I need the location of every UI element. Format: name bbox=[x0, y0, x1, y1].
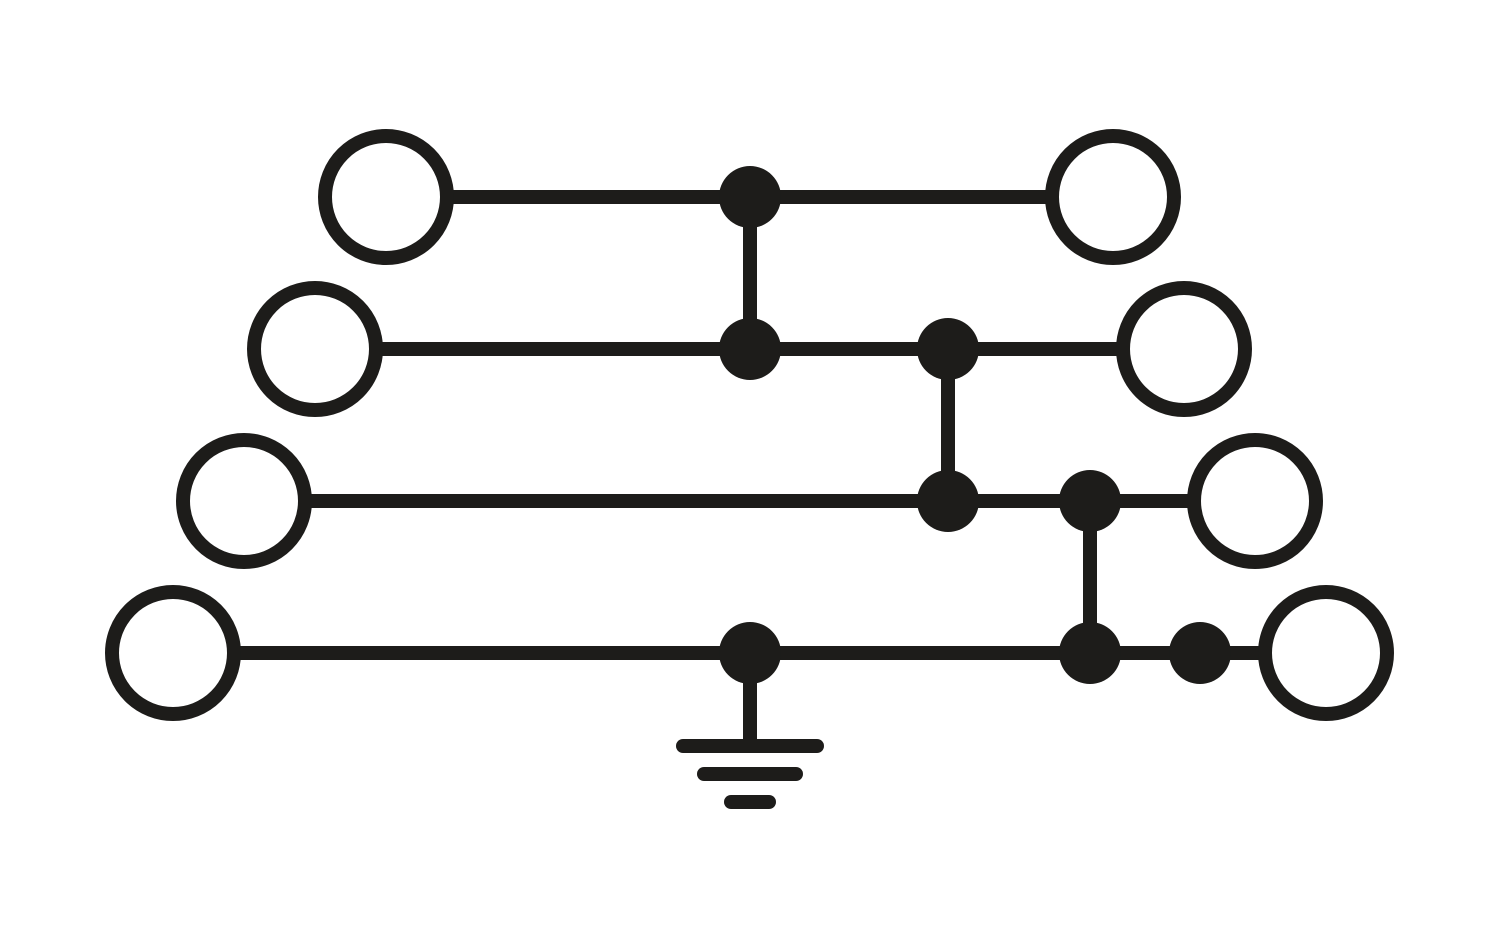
terminal-left-level-4 bbox=[105, 585, 241, 721]
terminals-left bbox=[105, 129, 454, 721]
junction-dot bbox=[1059, 622, 1121, 684]
junction-dot bbox=[719, 622, 781, 684]
terminal-right-level-4 bbox=[1258, 585, 1394, 721]
terminal-right-level-2 bbox=[1116, 281, 1252, 417]
junctions bbox=[719, 166, 1231, 684]
vertical-bridges bbox=[743, 197, 1097, 746]
junction-dot bbox=[1059, 470, 1121, 532]
terminal-left-level-2 bbox=[247, 281, 383, 417]
junction-dot bbox=[719, 318, 781, 380]
junction-dot bbox=[719, 166, 781, 228]
junction-dot bbox=[917, 318, 979, 380]
ground-symbol bbox=[676, 739, 824, 809]
junction-dot bbox=[917, 470, 979, 532]
terminal-right-level-3 bbox=[1187, 433, 1323, 569]
terminals-right bbox=[1045, 129, 1394, 721]
terminal-left-level-3 bbox=[176, 433, 312, 569]
junction-dot bbox=[1169, 622, 1231, 684]
terminal-left-level-1 bbox=[318, 129, 454, 265]
terminal-right-level-1 bbox=[1045, 129, 1181, 265]
